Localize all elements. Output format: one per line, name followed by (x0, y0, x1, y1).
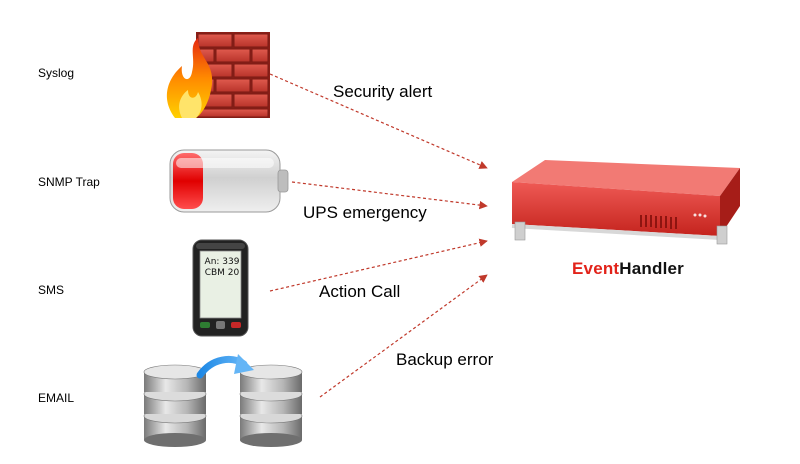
phone-icon (192, 239, 249, 337)
connector-syslog (269, 73, 488, 169)
source-label-syslog: Syslog (38, 66, 75, 80)
database-icon (143, 354, 303, 447)
phone-screen-line2: CBM 20 (204, 268, 240, 278)
firewall-icon (166, 32, 270, 118)
brand-event: Event (572, 259, 620, 278)
source-label-sms: SMS (38, 283, 65, 297)
database-right (239, 364, 303, 447)
source-label-email: EMAIL (38, 391, 75, 405)
battery-icon (169, 149, 289, 213)
connector-lines (269, 73, 488, 398)
connector-email (319, 274, 488, 398)
phone-screen: An: 339 CBM 20 (202, 257, 242, 279)
flow-label-security-alert: Security alert (333, 82, 433, 101)
connector-sms (269, 238, 488, 292)
source-label-snmp-trap: SNMP Trap (38, 175, 100, 189)
event-handler-brand: EventHandler (572, 259, 684, 279)
flow-label-ups-emergency: UPS emergency (303, 203, 427, 222)
transfer-arrow-icon (196, 354, 254, 379)
database-left (143, 364, 207, 447)
flow-label-backup-error: Backup error (396, 350, 494, 369)
phone-screen-line1: An: 339 (204, 257, 240, 267)
server-appliance-icon (511, 160, 740, 245)
brand-handler: Handler (619, 259, 684, 278)
flow-label-action-call: Action Call (319, 282, 401, 301)
